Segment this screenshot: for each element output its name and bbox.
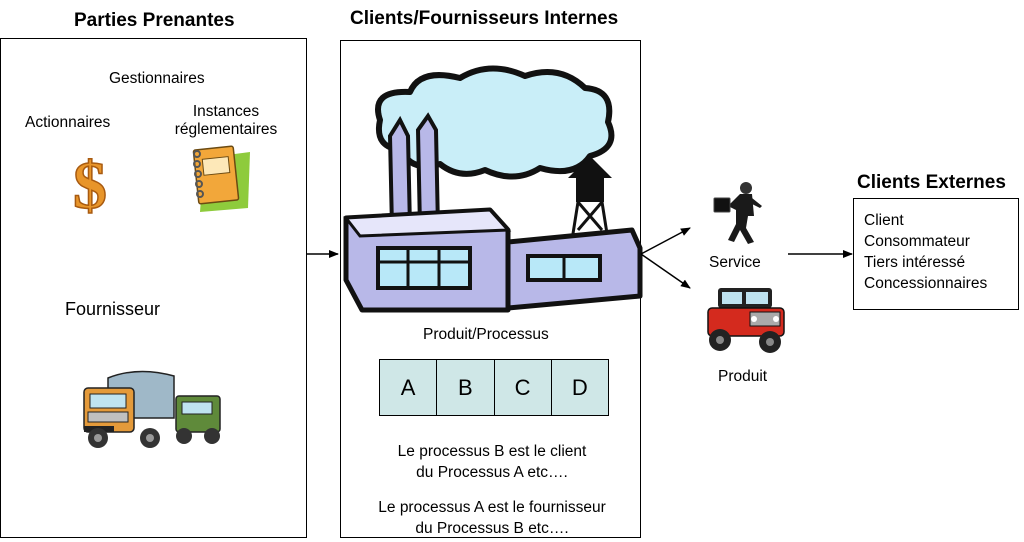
stakeholders-panel (0, 38, 307, 538)
notebook-icon (192, 145, 250, 212)
dollar-icon: $ (72, 146, 108, 224)
regulators-label: Instances réglementaires (156, 103, 296, 139)
external-item-dealers: Concessionnaires (864, 275, 988, 292)
managers-label: Gestionnaires (109, 70, 205, 87)
service-label: Service (709, 254, 761, 271)
process-steps: A B C D (379, 359, 609, 416)
note-client-line1: Le processus B est le client (397, 443, 587, 460)
external-item-consumer: Consommateur (864, 233, 970, 250)
process-step-a: A (380, 360, 438, 415)
product-label: Produit (718, 368, 768, 385)
external-title: Clients Externes (857, 172, 1006, 193)
arrow-to-product (640, 253, 691, 289)
note-supplier: Le processus A est le fournisseur du Pro… (352, 497, 632, 539)
businessman-icon (713, 182, 762, 244)
svg-text:$: $ (73, 147, 107, 223)
trucks-icon (83, 370, 221, 448)
process-step-d: D (551, 360, 608, 415)
external-panel (853, 198, 1019, 310)
note-supplier-line1: Le processus A est le fournisseur (378, 499, 606, 516)
external-item-stakeholder: Tiers intéressé (864, 254, 966, 271)
supplier-label: Fournisseur (65, 299, 161, 319)
regulators-label-line2: réglementaires (174, 121, 278, 138)
stakeholders-title: Parties Prenantes (74, 10, 235, 31)
internal-title: Clients/Fournisseurs Internes (350, 8, 619, 29)
jeep-icon (707, 288, 785, 353)
external-item-client: Client (864, 212, 904, 229)
process-step-c: C (494, 360, 552, 415)
shareholders-label: Actionnaires (25, 114, 111, 131)
factory-icon (343, 65, 643, 313)
process-step-b: B (437, 360, 495, 415)
process-label: Produit/Processus (423, 326, 549, 343)
external-list: Client Consommateur Tiers intéressé Conc… (864, 210, 987, 294)
note-client-line2: du Processus A etc…. (416, 464, 568, 481)
regulators-label-line1: Instances (192, 103, 260, 120)
note-client: Le processus B est le client du Processu… (352, 441, 632, 483)
note-supplier-line2: du Processus B etc…. (415, 520, 569, 537)
arrow-to-service (640, 227, 691, 255)
